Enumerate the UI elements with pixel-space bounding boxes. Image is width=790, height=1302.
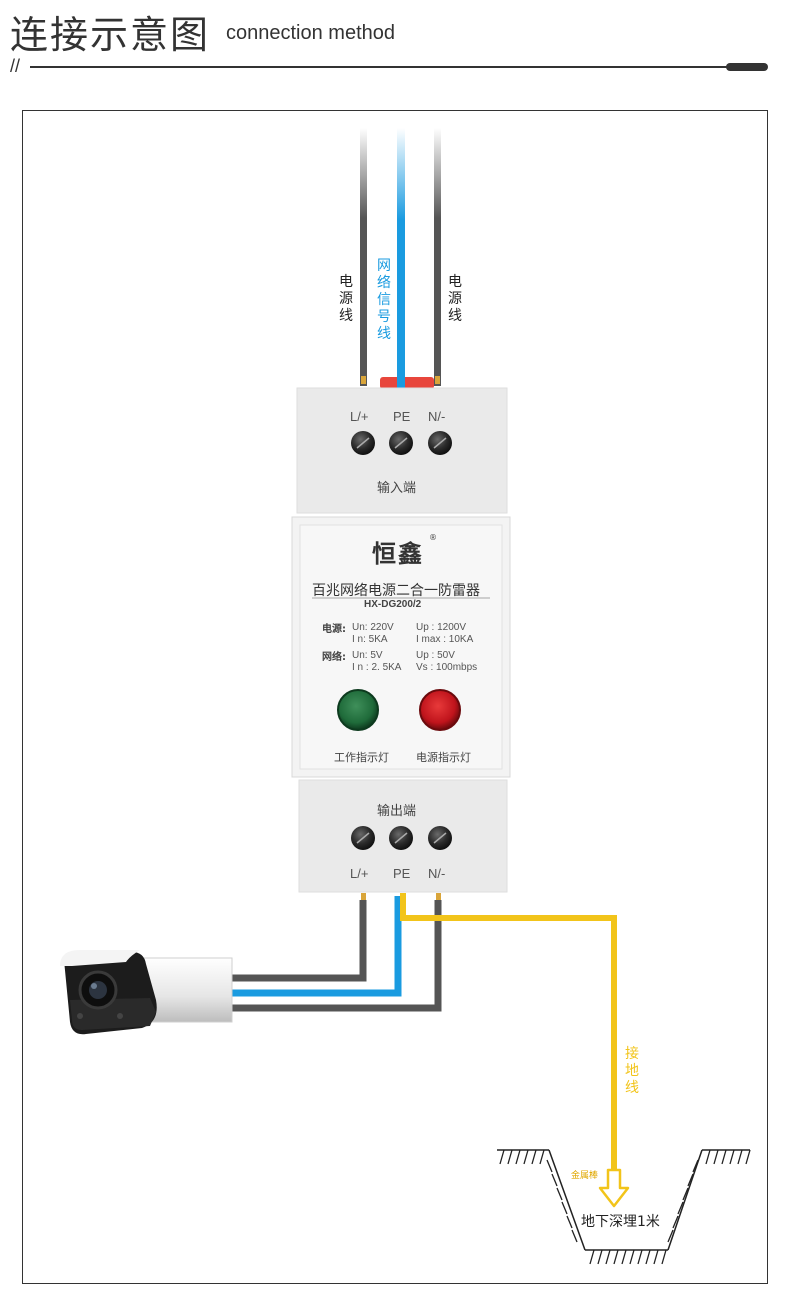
header-slash: // xyxy=(10,56,21,76)
net-vs: Vs : 100mbps xyxy=(416,662,478,673)
wire-top-left-gray xyxy=(360,128,367,386)
device-name: 百兆网络电源二合一防雷器 xyxy=(312,583,480,599)
knob-slot xyxy=(356,437,370,449)
power-up: Up : 1200V xyxy=(416,622,467,633)
output-terminal-n: N/- xyxy=(428,866,446,881)
registered-mark: ® xyxy=(429,533,437,542)
wire-ground-yellow xyxy=(400,893,617,1172)
page-subtitle: connection method xyxy=(226,22,396,44)
input-caption: 输入端 xyxy=(377,481,417,496)
wire-tip xyxy=(436,893,441,901)
knob-slot xyxy=(394,437,408,449)
ground-rod-arrow-icon xyxy=(598,1168,630,1208)
metal-rod-label: 金属棒 xyxy=(571,1171,599,1181)
wire-out-gray-n xyxy=(232,900,442,1012)
header-divider xyxy=(30,66,730,68)
knob-slot xyxy=(433,832,447,844)
power-spec-label: 电源: xyxy=(322,624,346,635)
camera-icon xyxy=(60,950,233,1035)
power-un: Un: 220V xyxy=(352,622,394,633)
output-terminal-pe: PE xyxy=(393,866,411,881)
header-divider-cap xyxy=(726,63,768,71)
wire-tip xyxy=(361,376,366,384)
knob-slot xyxy=(433,437,447,449)
wire-out-gray-l xyxy=(232,900,367,982)
wire-top-blue xyxy=(397,375,405,395)
red-clip xyxy=(380,377,434,389)
work-indicator-label: 工作指示灯 xyxy=(334,751,389,764)
device-panel xyxy=(299,524,503,770)
diagram-frame xyxy=(22,110,768,1284)
net-spec-label: 网络: xyxy=(322,652,346,663)
power-wire-label-right: 电源线 xyxy=(448,274,462,324)
page-title: 连接示意图 xyxy=(10,13,211,57)
wire-out-blue xyxy=(232,896,402,997)
power-in: I n: 5KA xyxy=(352,634,388,645)
input-terminal-l: L/+ xyxy=(350,409,369,424)
knob-slot xyxy=(394,832,408,844)
power-indicator-lamp xyxy=(419,689,461,731)
knob-slot xyxy=(356,832,370,844)
wire-top-blue xyxy=(397,128,405,390)
net-up: Up : 50V xyxy=(416,650,455,661)
output-caption: 输出端 xyxy=(377,804,417,819)
power-imax: I max : 10KA xyxy=(416,634,474,645)
net-un: Un: 5V xyxy=(352,650,383,661)
device-model: HX-DG200/2 xyxy=(364,599,422,610)
output-terminal-l: L/+ xyxy=(350,866,369,881)
input-terminal-pe: PE xyxy=(393,409,411,424)
net-in: I n : 2. 5KA xyxy=(352,662,402,673)
input-terminal-n: N/- xyxy=(428,409,446,424)
wire-top-right-gray xyxy=(434,128,441,386)
signal-wire-label: 网络信号线 xyxy=(377,258,391,342)
ground-hatch xyxy=(499,1149,751,1265)
bury-depth-label: 地下深埋1米 xyxy=(581,1214,660,1230)
power-indicator-label: 电源指示灯 xyxy=(416,751,471,764)
wire-tip xyxy=(361,893,366,901)
wire-tip xyxy=(435,376,440,384)
work-indicator-lamp xyxy=(337,689,379,731)
ground-wire-label: 接地线 xyxy=(625,1046,639,1096)
brand-logo: 恒鑫 xyxy=(372,540,424,568)
ground-pit xyxy=(497,1149,750,1251)
power-wire-label-left: 电源线 xyxy=(339,274,353,324)
